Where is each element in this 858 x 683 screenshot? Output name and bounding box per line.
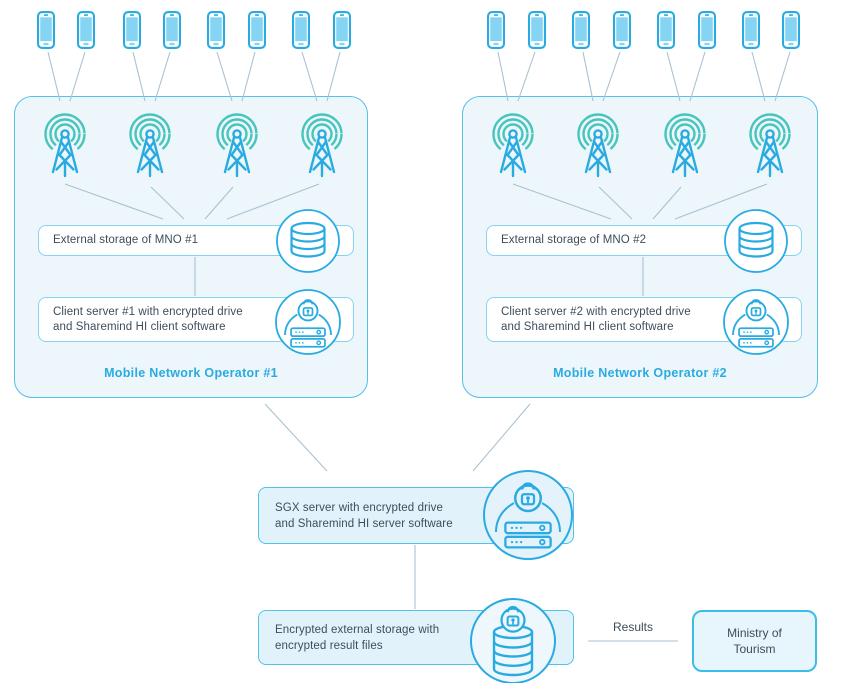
mno1-external-storage-label: External storage of MNO #1: [53, 234, 199, 246]
mno2-external-storage-label: External storage of MNO #2: [501, 234, 647, 246]
cell-tower-icon: [570, 110, 626, 182]
cell-tower-icon: [37, 110, 93, 182]
cell-tower-icon: [742, 110, 798, 182]
lock-server-icon: [483, 470, 573, 560]
encrypted-storage-label-line2: encrypted result files: [275, 639, 383, 652]
ministry-of-tourism-box: Ministry of Tourism: [692, 610, 817, 672]
mno1-client-server-label-line2: and Sharemind HI client software: [53, 320, 226, 333]
mno1-client-server-label-line1: Client server #1 with encrypted drive: [53, 305, 243, 318]
ministry-label-line1: Ministry of: [727, 626, 782, 640]
sgx-server-label-line2: and Sharemind HI server software: [275, 517, 453, 530]
cell-tower-icon: [209, 110, 265, 182]
phone-icon: [572, 11, 590, 49]
cell-tower-icon: [485, 110, 541, 182]
phone-icon: [292, 11, 310, 49]
phone-icon: [248, 11, 266, 49]
cell-tower-icon: [294, 110, 350, 182]
database-icon: [724, 209, 788, 273]
phone-icon: [163, 11, 181, 49]
phone-icon: [123, 11, 141, 49]
phone-icon: [207, 11, 225, 49]
lock-server-icon: [275, 289, 341, 355]
lock-server-icon: [723, 289, 789, 355]
ministry-label-line2: Tourism: [733, 642, 776, 656]
phone-icon: [782, 11, 800, 49]
phone-icon: [698, 11, 716, 49]
phone-icon: [657, 11, 675, 49]
mno1-title: Mobile Network Operator #1: [104, 366, 278, 380]
phone-icon: [528, 11, 546, 49]
encrypted-storage-label-line1: Encrypted external storage with: [275, 623, 440, 636]
sgx-server-label-line1: SGX server with encrypted drive: [275, 501, 443, 514]
mno2-client-server-label-line2: and Sharemind HI client software: [501, 320, 674, 333]
phone-icon: [613, 11, 631, 49]
phone-icon: [77, 11, 95, 49]
phone-icon: [37, 11, 55, 49]
phone-icon: [487, 11, 505, 49]
phone-icon: [742, 11, 760, 49]
cell-tower-icon: [122, 110, 178, 182]
mno2-title: Mobile Network Operator #2: [553, 366, 727, 380]
database-icon: [276, 209, 340, 273]
mno2-client-server-label-line1: Client server #2 with encrypted drive: [501, 305, 691, 318]
lock-database-icon: [470, 598, 556, 683]
results-label: Results: [612, 620, 653, 634]
phone-icon: [333, 11, 351, 49]
ministry-label: Ministry of Tourism: [727, 625, 782, 657]
cell-tower-icon: [657, 110, 713, 182]
